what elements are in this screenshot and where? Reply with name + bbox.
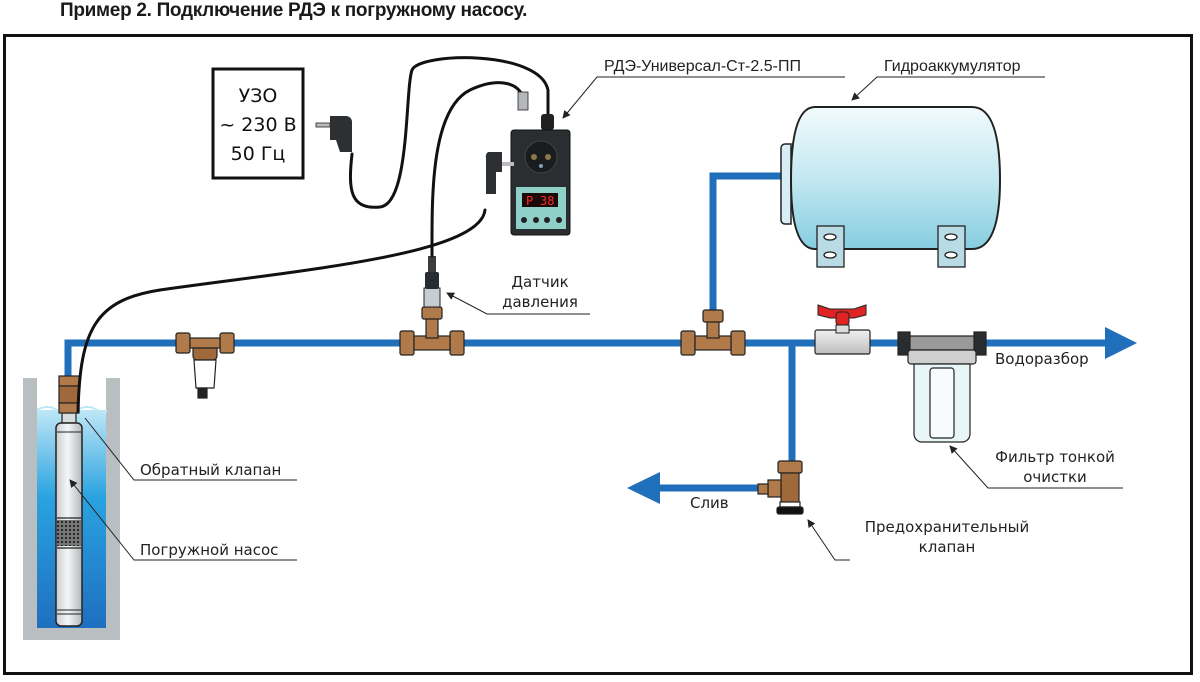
diagram-title: Пример 2. Подключение РДЭ к погружному н… — [60, 0, 528, 21]
label-pressure-sensor-2: давления — [502, 293, 578, 311]
safety-valve — [757, 460, 804, 515]
fine-filter — [897, 331, 987, 443]
display-value: 38 — [540, 194, 554, 208]
pump-plug — [485, 152, 514, 194]
submersible-pump — [55, 412, 83, 627]
tee-fitting-accumulator — [680, 309, 746, 356]
power-source-box: УЗО ~ 230 В 50 Гц — [211, 67, 305, 180]
power-plug — [315, 116, 352, 152]
leader-lines — [69, 76, 1123, 561]
label-water-outlet: Водоразбор — [995, 350, 1089, 368]
drain-arrow — [627, 472, 660, 504]
power-source-line1: УЗО — [239, 85, 278, 107]
power-source-line3: 50 Гц — [231, 143, 286, 165]
power-source-line2: ~ 230 В — [219, 114, 296, 136]
label-accumulator: Гидроаккумулятор — [884, 58, 1021, 75]
label-check-valve: Обратный клапан — [140, 461, 281, 479]
cable-sensor — [430, 81, 525, 258]
cable-pump — [76, 208, 487, 414]
diagram-frame — [3, 34, 1193, 675]
hydro-accumulator — [780, 106, 1002, 268]
ball-valve[interactable] — [814, 304, 871, 355]
tank-foot-left — [816, 225, 845, 268]
water-outlet-arrow — [1105, 327, 1137, 359]
electrical-cables — [76, 56, 550, 414]
pressure-sensor — [423, 256, 441, 308]
tank-foot-right — [937, 225, 966, 268]
controller-socket — [524, 140, 558, 174]
label-fine-filter-1: Фильтр тонкой — [995, 448, 1115, 466]
coarse-filter — [175, 332, 235, 399]
label-pressure-sensor-1: Датчик — [511, 273, 568, 291]
check-valve — [58, 375, 80, 414]
pipe-riser — [64, 339, 1114, 382]
label-submersible-pump: Погружной насос — [140, 541, 278, 559]
label-safety-valve-2: клапан — [919, 538, 976, 556]
pipe-accumulator-branch — [709, 172, 789, 322]
tee-fitting-sensor — [399, 306, 465, 356]
label-drain: Слив — [690, 494, 729, 512]
label-controller: РДЭ-Универсал-Ст-2.5-ПП — [604, 58, 801, 75]
water-pipes — [64, 172, 1114, 492]
label-fine-filter-2: очистки — [1023, 468, 1087, 486]
rde-controller: P 38 — [510, 91, 571, 236]
label-safety-valve-1: Предохранительный — [865, 518, 1030, 536]
display-mode: P — [526, 194, 533, 208]
cable-power-in — [348, 56, 550, 209]
